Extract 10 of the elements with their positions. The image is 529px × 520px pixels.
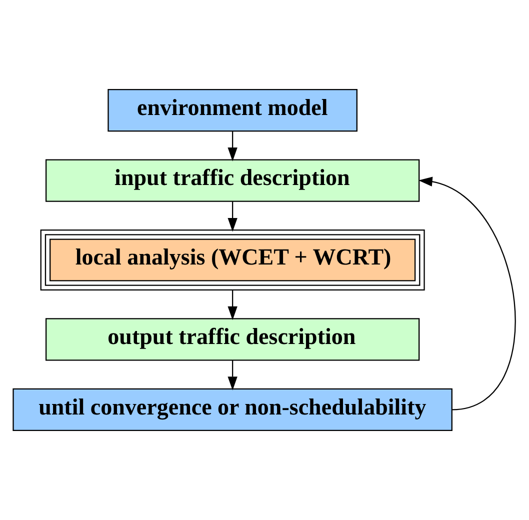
arrow	[228, 202, 238, 232]
arrow	[418, 176, 516, 410]
arrow	[228, 131, 238, 162]
node-box: until convergence or non-schedulability	[12, 388, 452, 431]
arrow	[228, 290, 238, 320]
node-box: local analysis (WCET + WCRT)	[40, 230, 425, 290]
arrow	[228, 360, 238, 390]
node-box: output traffic description	[45, 318, 420, 361]
node-box: input traffic description	[45, 159, 420, 202]
node-box: environment model	[108, 89, 358, 132]
